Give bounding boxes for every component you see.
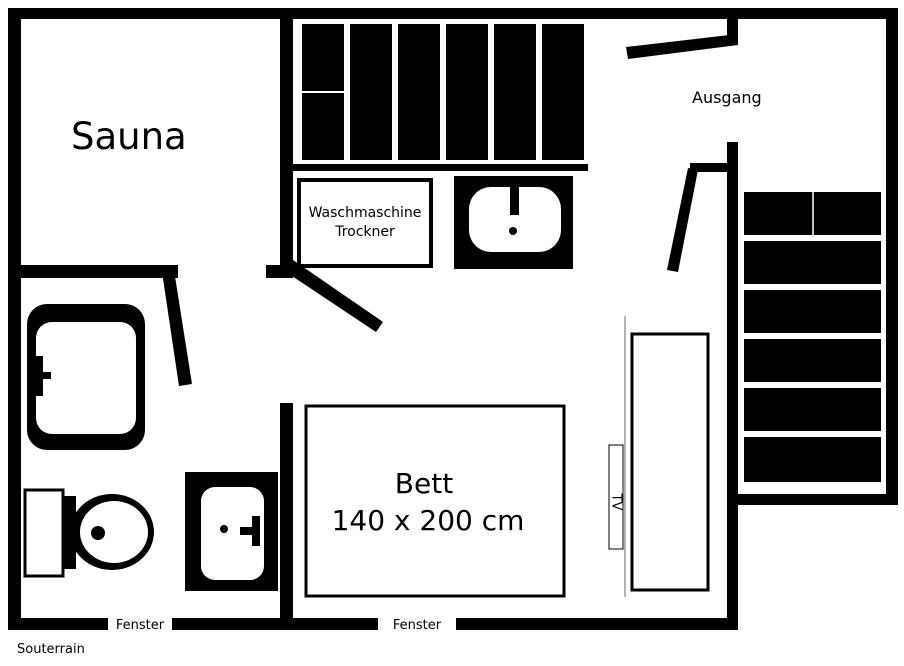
- wall-bottom-right: [456, 618, 738, 630]
- bed-label: Bett: [395, 467, 453, 500]
- wall-bottom-mid: [172, 618, 378, 630]
- door-wardrobe: [667, 168, 698, 272]
- room-label-sauna: Sauna: [71, 115, 187, 158]
- tv: [608, 444, 624, 550]
- shelf-3: [398, 24, 440, 160]
- window-label-right: Fenster: [393, 618, 442, 633]
- wardrobe-shelf-4: [744, 339, 881, 382]
- wall-exit-post: [727, 8, 738, 43]
- storage-shelves: [302, 24, 584, 160]
- wall-sauna-bottom: [8, 265, 178, 278]
- wardrobe-shelf-3: [744, 290, 881, 333]
- wall-exit-side: [690, 163, 738, 172]
- tv-label: TV: [609, 493, 624, 511]
- window-label-left: Fenster: [116, 618, 165, 633]
- utility-sink-icon: [454, 176, 573, 269]
- wardrobe-shelves: [744, 192, 881, 482]
- wall-inner-right: [727, 142, 738, 630]
- washer-dryer: [297, 178, 433, 268]
- toilet-icon: [23, 488, 154, 578]
- door-sauna: [286, 260, 383, 332]
- interior-walls: [8, 8, 738, 630]
- shelf-5: [494, 24, 536, 160]
- door-bathroom: [162, 270, 192, 386]
- bed-size-label: 140 x 200 cm: [332, 504, 525, 537]
- bed: [304, 404, 566, 598]
- shower-icon: [27, 304, 145, 450]
- door-exit: [626, 34, 738, 59]
- room-label-exit: Ausgang: [692, 88, 762, 107]
- shelf-2: [350, 24, 392, 160]
- outer-walls: [8, 8, 898, 630]
- wall-top: [8, 8, 898, 19]
- shelf-6: [542, 24, 584, 160]
- washer-label-2: Trockner: [334, 224, 395, 240]
- wardrobe-shelf-2: [744, 241, 881, 284]
- sideboard: [630, 332, 710, 592]
- level-label: Souterrain: [17, 642, 85, 657]
- wall-right-upper: [886, 8, 898, 505]
- wall-bottom-left: [8, 618, 108, 630]
- wall-sauna-right: [280, 8, 293, 276]
- shelf-4: [446, 24, 488, 160]
- washer-label-1: Waschmaschine: [309, 205, 422, 221]
- wardrobe-shelf-6: [744, 437, 881, 482]
- wall-storage-bottom: [293, 164, 588, 171]
- wall-right-lower-ledge: [727, 494, 898, 505]
- wall-stub: [266, 265, 293, 278]
- doors: [162, 34, 738, 386]
- wardrobe-shelf-5: [744, 388, 881, 431]
- wall-left: [8, 8, 21, 630]
- wall-bath-right: [280, 403, 293, 630]
- bathroom-sink-icon: [185, 472, 278, 591]
